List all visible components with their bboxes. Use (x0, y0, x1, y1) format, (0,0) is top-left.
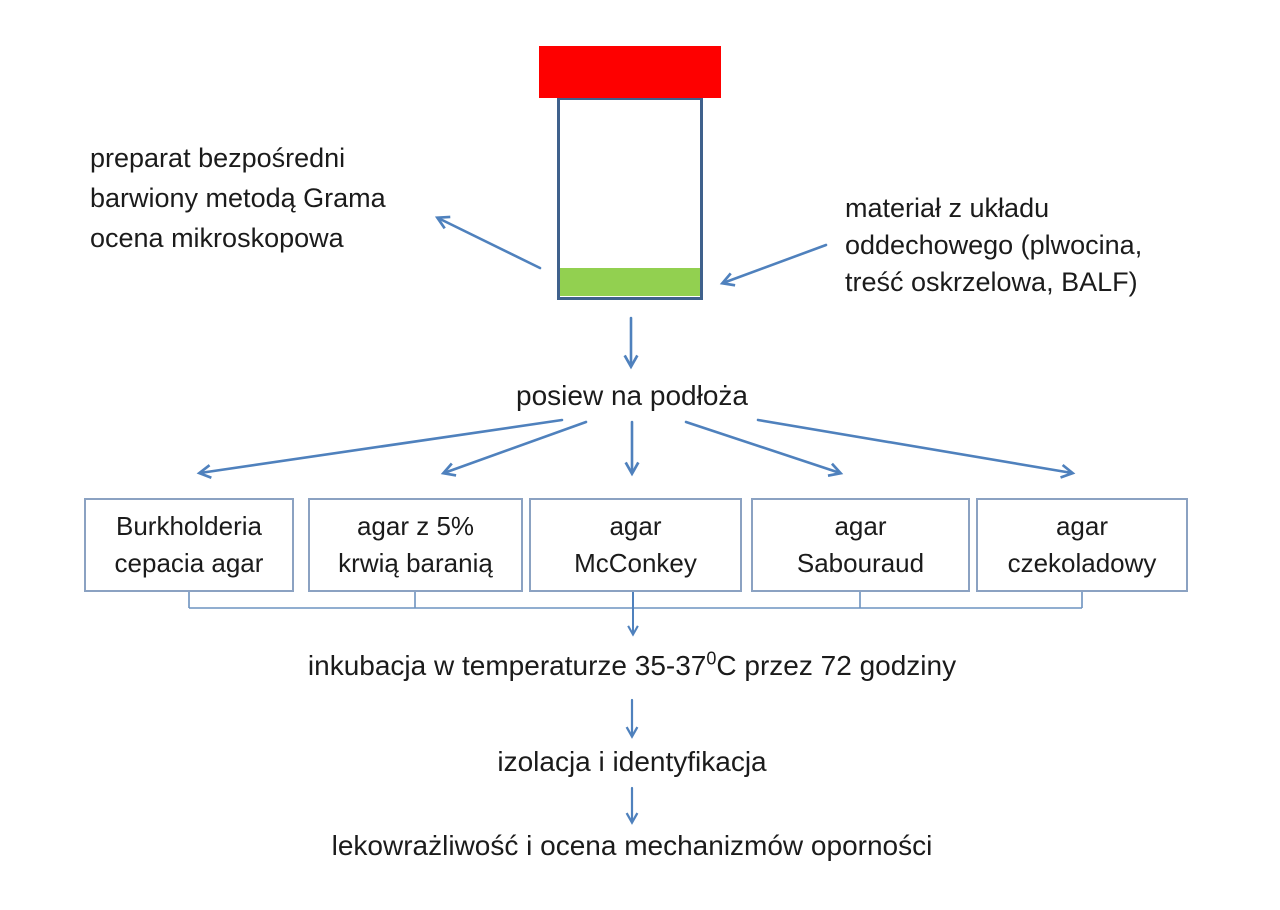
material-label-line2: oddechowego (plwocina, (845, 230, 1143, 260)
arrow-plating-to-sabouraud-icon (684, 420, 844, 478)
arrow-material-label-to-container-icon (719, 243, 828, 287)
media-box-line2: czekoladowy (1007, 548, 1157, 578)
gram-stain-label: preparat bezpośredni barwiony metodą Gra… (90, 138, 386, 258)
media-box-blood-agar: agar z 5% krwią baranią (308, 498, 523, 592)
incubation-step-pre: inkubacja w temperaturze 35-37 (307, 650, 707, 681)
media-box-line1: agar (609, 511, 662, 541)
media-box-sabouraud: agar Sabouraud (751, 498, 970, 592)
specimen-sample-icon (560, 268, 700, 296)
media-box-line2: krwią baranią (338, 548, 493, 578)
incubation-step-sup: 0 (706, 648, 717, 669)
gram-stain-label-line2: barwiony metodą Grama (90, 183, 386, 213)
incubation-step-text: inkubacja w temperaturze 35-370C przez 7… (132, 650, 1132, 682)
material-label: materiał z układu oddechowego (plwocina,… (845, 190, 1142, 301)
isolation-step-text: izolacja i identyfikacja (497, 746, 767, 777)
arrow-container-to-gram-label-icon (434, 215, 542, 270)
media-box-burkholderia: Burkholderia cepacia agar (84, 498, 294, 592)
incubation-step-post: C przez 72 godziny (716, 650, 957, 681)
media-box-line2: McConkey (574, 548, 697, 578)
media-box-line1: agar (1055, 511, 1109, 541)
susceptibility-step-text: lekowrażliwość i ocena mechanizmów oporn… (331, 830, 933, 861)
material-label-line1: materiał z układu (845, 193, 1050, 223)
media-connector-bus-icon (188, 592, 1083, 609)
arrow-plating-to-chocolate-icon (756, 418, 1076, 479)
media-box-mcconkey: agar McConkey (529, 498, 742, 592)
media-box-chocolate: agar czekoladowy (976, 498, 1188, 592)
specimen-tube-icon (557, 97, 703, 300)
media-box-line1: agar (834, 511, 887, 541)
gram-stain-label-line1: preparat bezpośredni (90, 143, 346, 173)
media-box-line2: Sabouraud (796, 548, 925, 578)
gram-stain-label-line3: ocena mikroskopowa (90, 223, 344, 253)
material-label-line3: treść oskrzelowa, BALF) (845, 267, 1138, 297)
plating-step-text: posiew na podłoża (516, 380, 748, 411)
media-box-line1: agar z 5% (356, 511, 475, 541)
arrow-plating-to-burkholderia-icon (196, 418, 564, 479)
media-box-line2: cepacia agar (114, 548, 264, 578)
arrow-plating-to-blood-agar-icon (440, 420, 588, 477)
media-box-line1: Burkholderia (116, 511, 262, 541)
specimen-cap-icon (539, 46, 721, 98)
